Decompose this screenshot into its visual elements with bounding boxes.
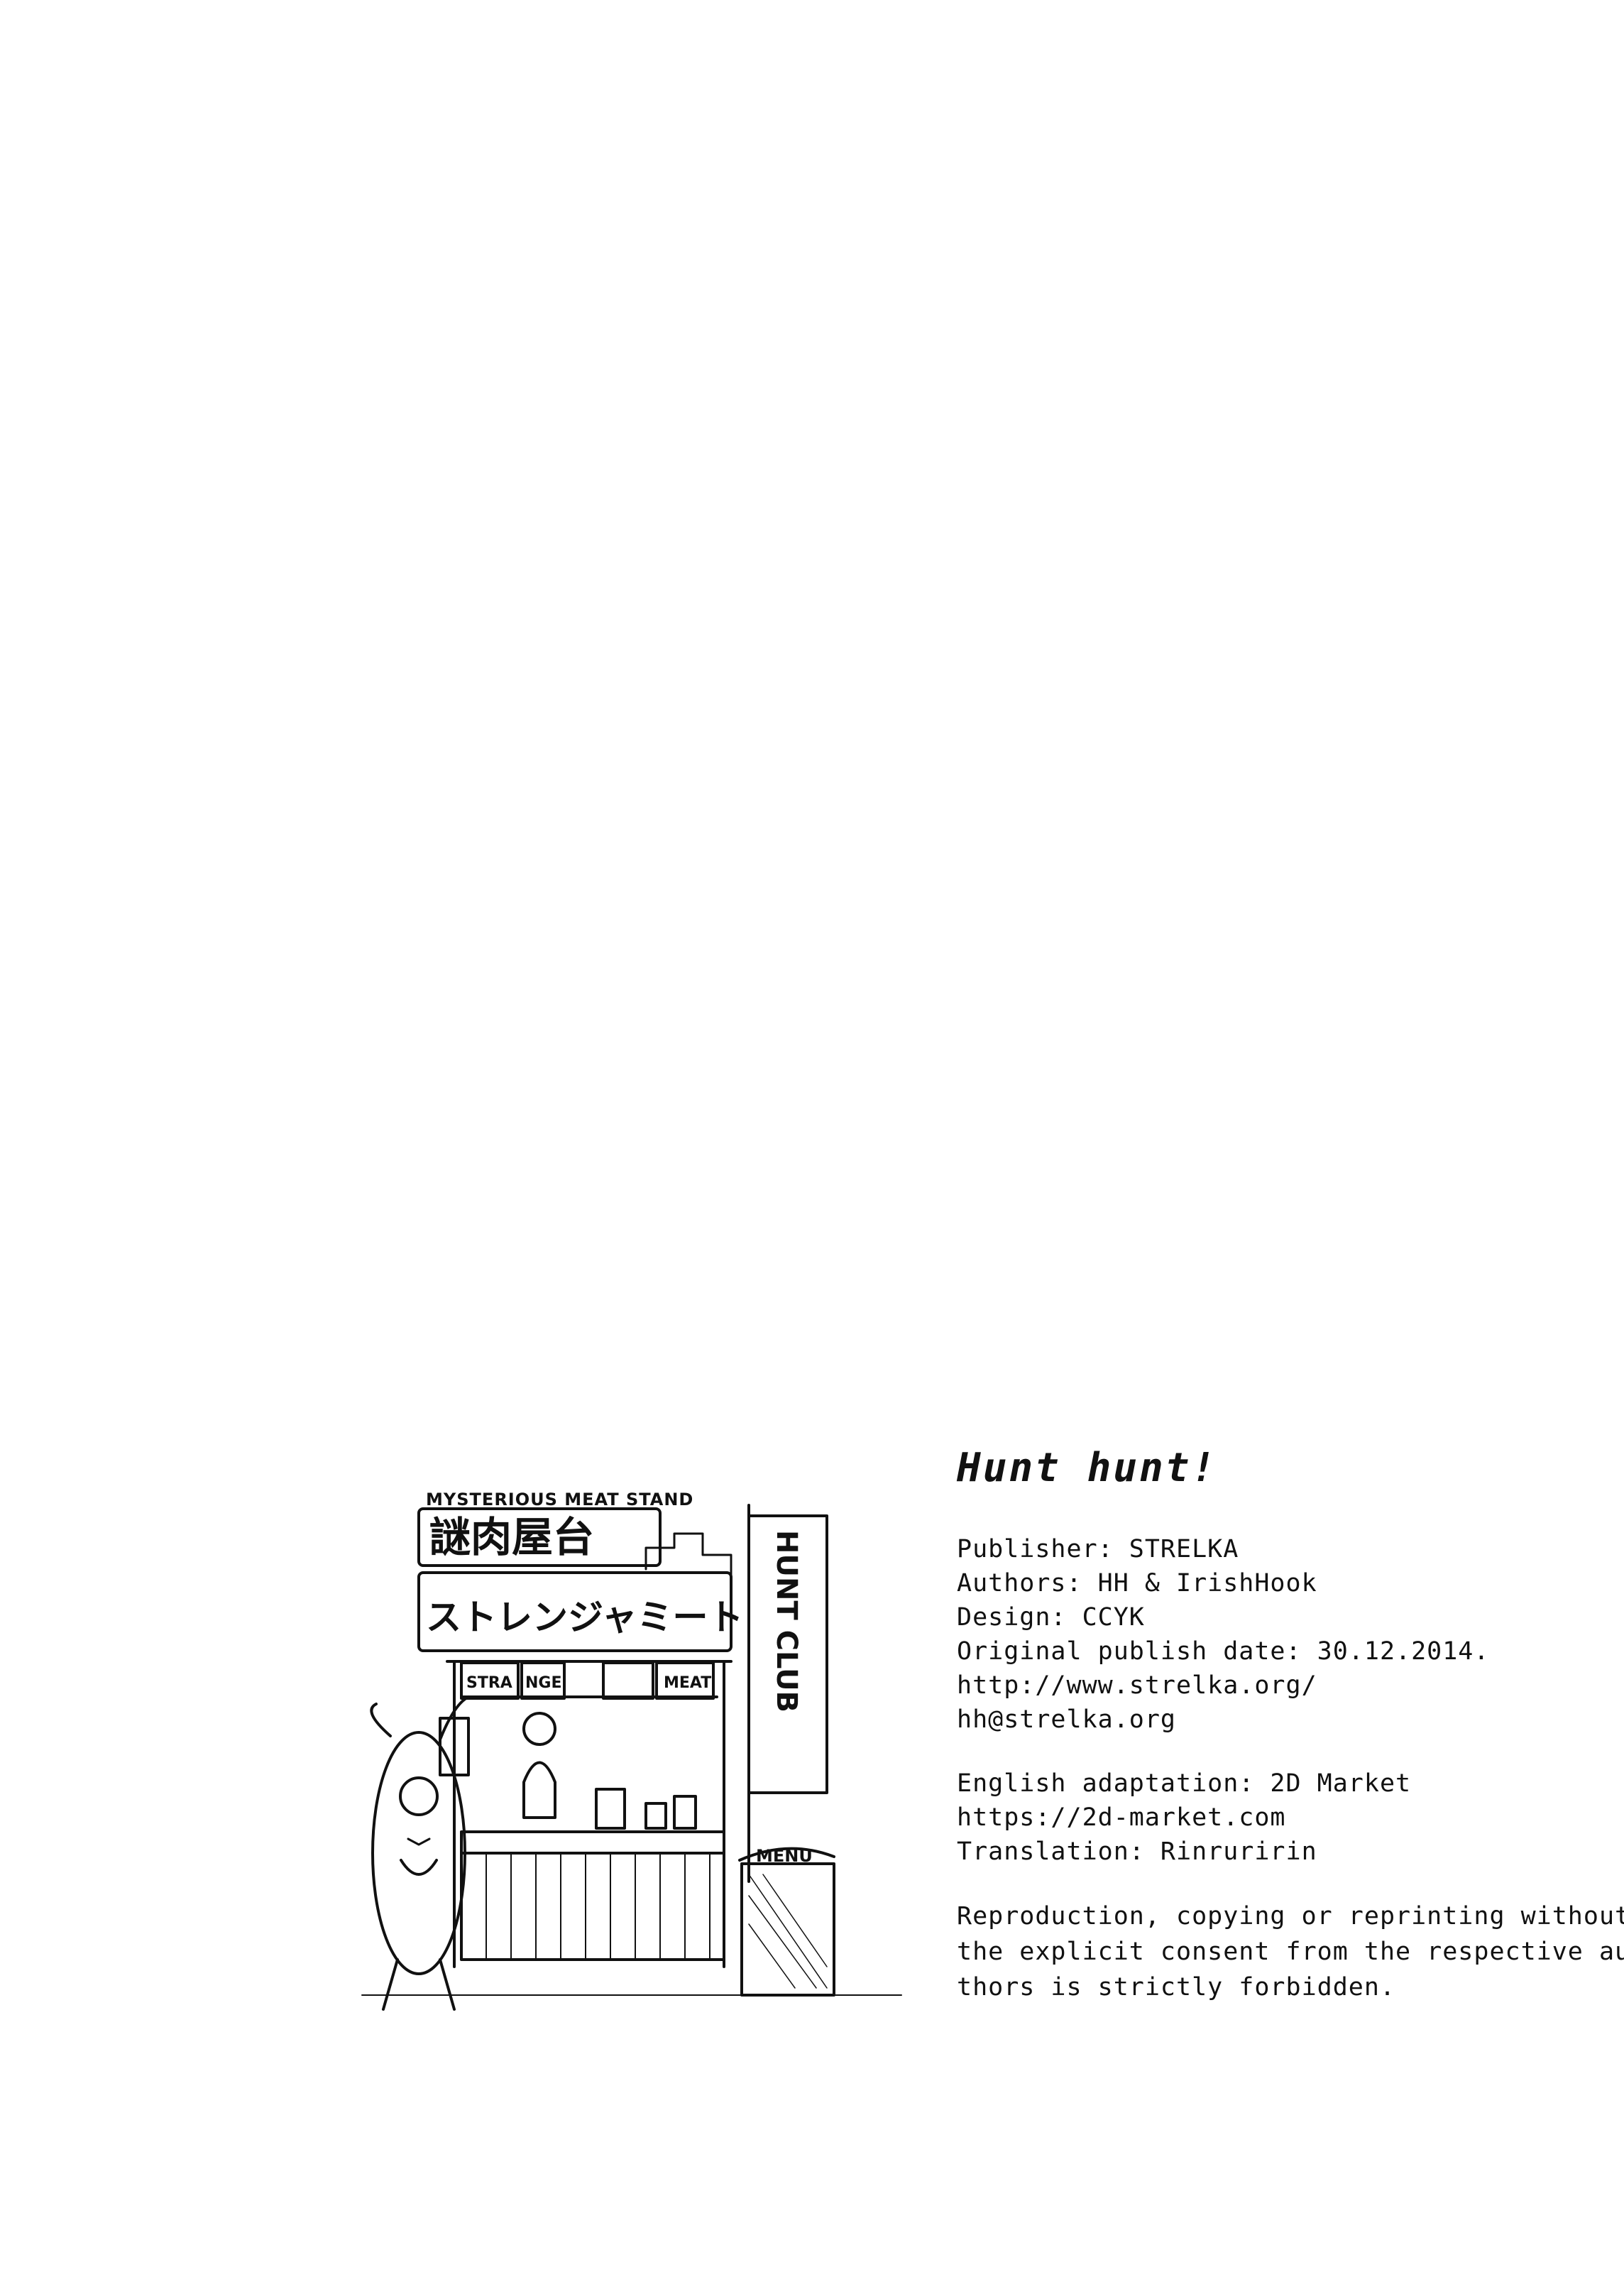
book-title: Hunt hunt! [957,1445,1218,1491]
translation-line: Translation: Rinruririn [957,1837,1317,1866]
illustration-top-caption: MYSTERIOUS MEAT STAND [426,1490,693,1509]
meat-stand-illustration: MYSTERIOUS MEAT STAND 謎肉屋台 ストレンジャミート STR… [361,1490,902,2011]
design-line: Design: CCYK [957,1603,1145,1632]
illustration-katakana-sign: ストレンジャミート [426,1597,744,1638]
notice-line: thors is strictly forbidden. [957,1973,1396,2001]
publication-info: Publisher: STRELKA Authors: HH & IrishHo… [957,1532,1539,1737]
publisher-line: Publisher: STRELKA [957,1535,1239,1563]
english-adaptation-info: English adaptation: 2D Market https://2d… [957,1766,1539,1869]
authors-line: Authors: HH & IrishHook [957,1569,1317,1598]
curtain-label-right: MEAT [664,1674,711,1692]
notice-line: the explicit consent from the respective… [957,1938,1624,1966]
colophon: Hunt hunt! Publisher: STRELKA Authors: H… [957,1445,1624,2005]
publish-date-line: Original publish date: 30.12.2014. [957,1637,1490,1666]
website-line: http://www.strelka.org/ [957,1671,1317,1700]
copyright-notice: Reproduction, copying or reprinting with… [957,1899,1624,2005]
illustration-kanji-sign: 謎肉屋台 [429,1513,594,1561]
menu-board-label: MENU [756,1846,813,1866]
email-line: hh@strelka.org [957,1705,1177,1734]
hunt-club-banner-text: HUNT CLUB [770,1530,803,1713]
adaptation-url-line: https://2d-market.com [957,1803,1286,1832]
curtain-label-left: STRA [466,1674,512,1692]
curtain-label-middle: NGE [525,1674,562,1692]
english-adaptation-line: English adaptation: 2D Market [957,1769,1412,1798]
notice-line: Reproduction, copying or reprinting with… [957,1902,1624,1930]
